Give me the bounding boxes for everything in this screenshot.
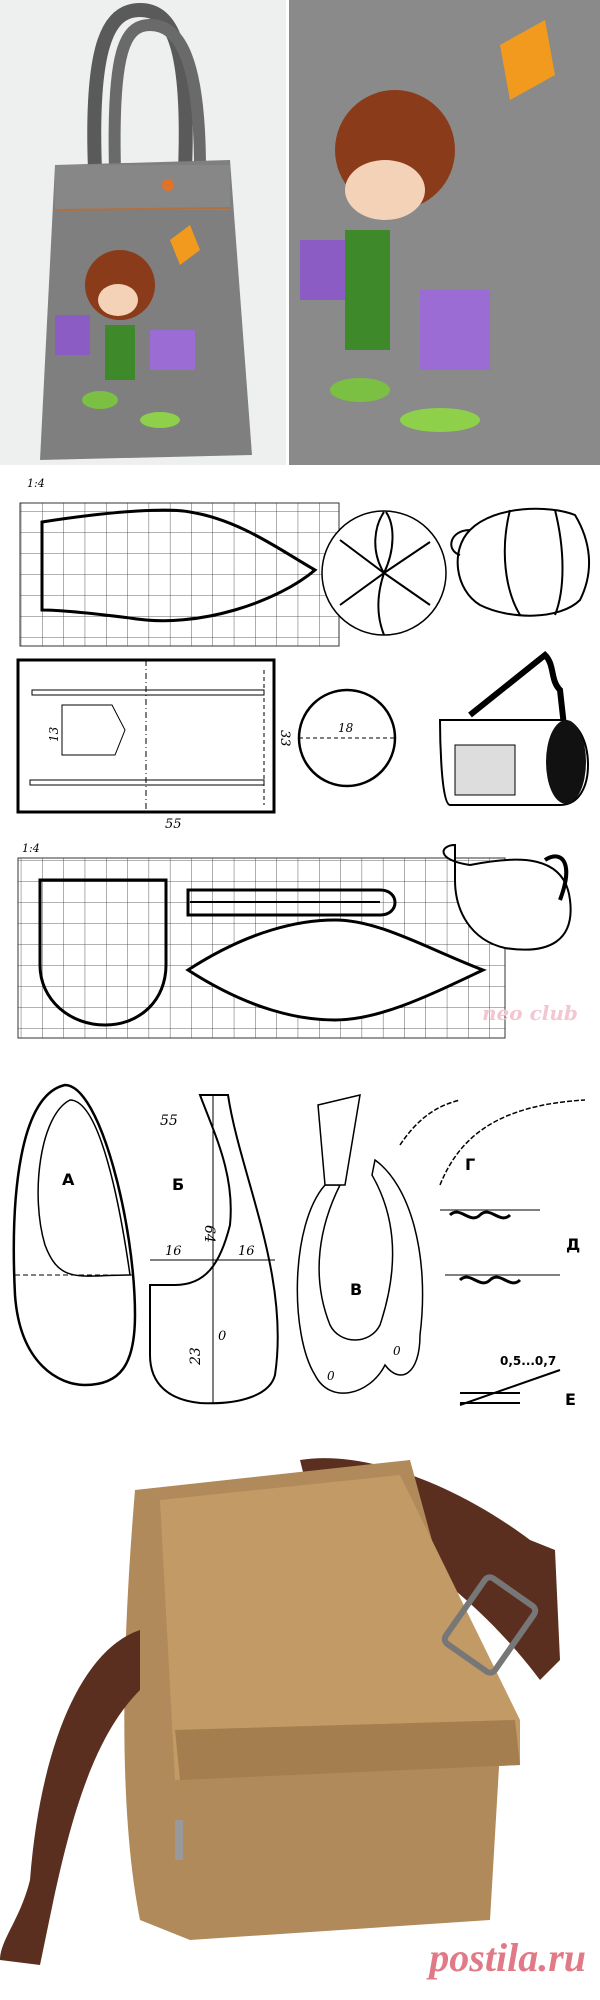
drawstring-bag-illustration	[450, 507, 591, 617]
dim-o2: 0	[327, 1369, 335, 1383]
pattern-hobo-bag: А 55 64 16 16 23 0 Б В 0 0 Г Д 0,5...0,7…	[0, 1075, 600, 1420]
backpack-illustration	[442, 843, 572, 951]
watermark-small: neo club	[482, 1001, 578, 1025]
postila-watermark: postila.ru	[429, 1935, 586, 1980]
dim-23: 23	[188, 1347, 204, 1366]
scale-label: 1:4	[27, 477, 45, 490]
circle-diameter: 18	[338, 721, 354, 735]
felt-bag-photos	[0, 0, 600, 465]
label-b: Б	[172, 1175, 184, 1194]
pattern-duffel-bag: 13 33 55 18	[0, 650, 600, 835]
dim-55: 55	[160, 1113, 178, 1129]
label-g: Г	[465, 1155, 475, 1174]
pocket-dimension: 13	[47, 726, 61, 742]
label-d: Д	[566, 1235, 580, 1254]
dim-seam: 0,5...0,7	[500, 1354, 556, 1368]
duffel-bag-illustration	[438, 650, 590, 806]
dim-64: 64	[201, 1225, 217, 1243]
width-dimension: 55	[165, 817, 182, 832]
height-dimension: 33	[277, 730, 292, 747]
messenger-bag-photo	[0, 1458, 560, 1965]
pattern-pouch: 1:4 neo club	[0, 840, 600, 1050]
dim-16-left: 16	[165, 1244, 182, 1259]
dim-o3: 0	[393, 1344, 401, 1358]
dim-16-right: 16	[238, 1244, 255, 1259]
label-e: Е	[565, 1390, 576, 1409]
dim-o1: 0	[218, 1329, 226, 1344]
pattern-drawstring-bag: 1:4	[0, 470, 600, 650]
scale-label: 1:4	[22, 842, 40, 855]
label-a: А	[62, 1170, 75, 1189]
label-v: В	[350, 1280, 362, 1299]
